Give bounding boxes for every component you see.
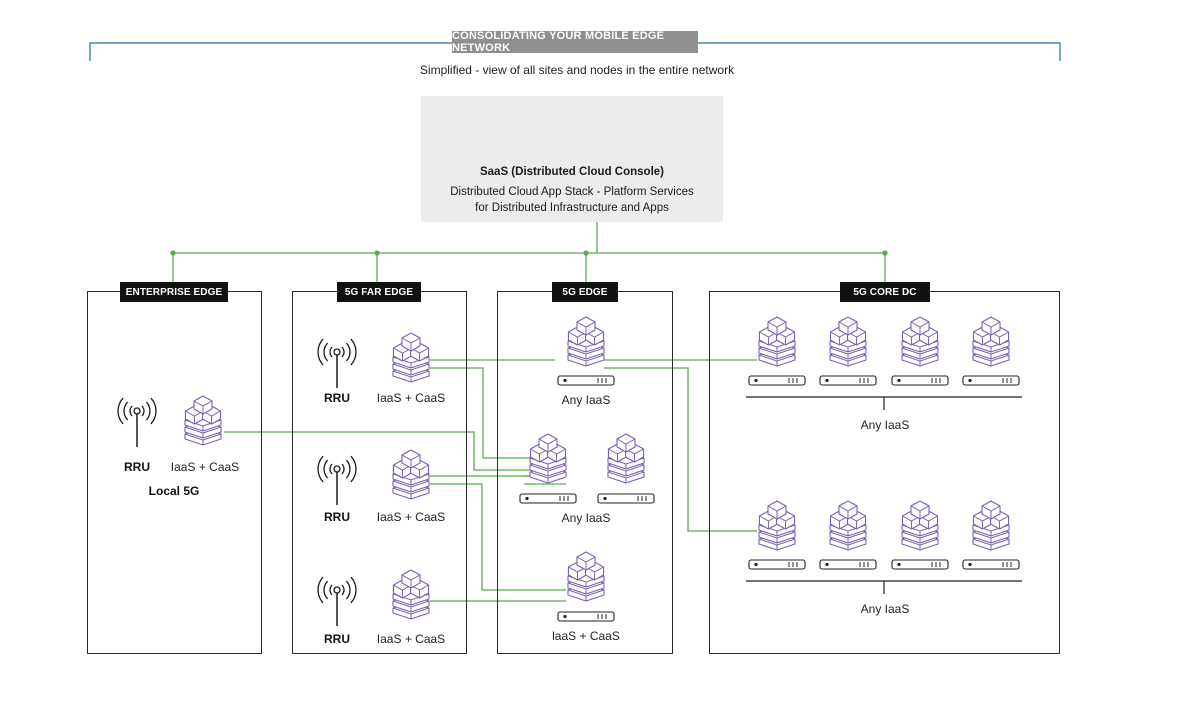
iaas-caas-label: IaaS + CaaS (376, 510, 446, 524)
iaas-caas-label: IaaS + CaaS (376, 391, 446, 405)
any-iaas-label: Any IaaS (860, 602, 910, 616)
stack-icon (392, 449, 430, 500)
stack-icon (901, 316, 939, 367)
header-rule (89, 42, 1061, 61)
stack-icon (567, 551, 605, 602)
rru-label: RRU (324, 391, 350, 405)
junction-dot (882, 250, 888, 256)
header-rule-line (89, 42, 1061, 61)
saas-description-line-2: for Distributed Infrastructure and Apps (475, 202, 669, 214)
stack-icon (758, 500, 796, 551)
saas-description-line-1: Distributed Cloud App Stack - Platform S… (450, 186, 694, 198)
antenna-icon (117, 397, 157, 447)
server-icon (748, 375, 806, 386)
stack-icon (829, 316, 867, 367)
diagram-icons (117, 101, 1022, 626)
stack-icon (972, 316, 1010, 367)
zone-label-5g-far-edge: 5G FAR EDGE (337, 282, 421, 302)
junction-dot (374, 250, 380, 256)
zone-5g-edge (497, 291, 673, 654)
stack-icon (972, 500, 1010, 551)
antenna-icon (317, 338, 357, 388)
rru-label: RRU (124, 460, 150, 474)
antenna-icon (317, 455, 357, 505)
saas-description: Distributed Cloud App Stack - Platform S… (421, 184, 723, 216)
local-5g-label: Local 5G (148, 484, 200, 498)
faredge2-to-edge3-line (430, 483, 566, 591)
server-icon (962, 559, 1020, 570)
stack-icon (392, 332, 430, 383)
stack-icon (607, 433, 645, 484)
server-icon (819, 375, 877, 386)
stack-icon (829, 500, 867, 551)
zone-label-5g-edge: 5G EDGE (552, 282, 618, 302)
server-icon (557, 375, 615, 386)
stack-icon (184, 395, 222, 446)
zone-label-5g-core-dc: 5G CORE DC (840, 282, 930, 302)
connection-lines (89, 42, 1061, 602)
any-iaas-label: Any IaaS (860, 418, 910, 432)
saas-console-box: SaaS (Distributed Cloud Console) Distrib… (421, 96, 723, 222)
any-iaas-label: Any IaaS (561, 393, 611, 407)
server-icon (962, 375, 1020, 386)
server-icon (748, 559, 806, 570)
junction-dot (170, 250, 176, 256)
stack-icon (392, 569, 430, 620)
server-icon (597, 493, 655, 504)
zone-label-enterprise-edge: ENTERPRISE EDGE (120, 282, 228, 302)
server-icon (891, 375, 949, 386)
stack-icon (529, 433, 567, 484)
server-icon (557, 611, 615, 622)
stack-icon (567, 316, 605, 367)
header-subtitle: Simplified - view of all sites and nodes… (419, 63, 735, 77)
zone-5g-far-edge (292, 291, 467, 654)
stack-icon (758, 316, 796, 367)
iaas-caas-label: IaaS + CaaS (170, 460, 240, 474)
stack-icon (901, 500, 939, 551)
header-banner: CONSOLIDATING YOUR MOBILE EDGE NETWORK (452, 30, 698, 54)
edge1-to-core2-line (604, 367, 757, 532)
saas-title: SaaS (Distributed Cloud Console) (479, 166, 664, 178)
any-iaas-label: Any IaaS (561, 511, 611, 525)
server-icon (891, 559, 949, 570)
junction-dot (583, 250, 589, 256)
enterprise-to-edge-line (224, 431, 536, 471)
rru-label: RRU (324, 632, 350, 646)
server-icon (519, 493, 577, 504)
rru-label: RRU (324, 510, 350, 524)
laas-caas-label: laaS + CaaS (552, 629, 620, 643)
iaas-caas-label: IaaS + CaaS (376, 632, 446, 646)
faredge1-to-edge2-line (430, 367, 536, 459)
server-icon (819, 559, 877, 570)
zone-5g-core-dc (709, 291, 1060, 654)
antenna-icon (317, 576, 357, 626)
